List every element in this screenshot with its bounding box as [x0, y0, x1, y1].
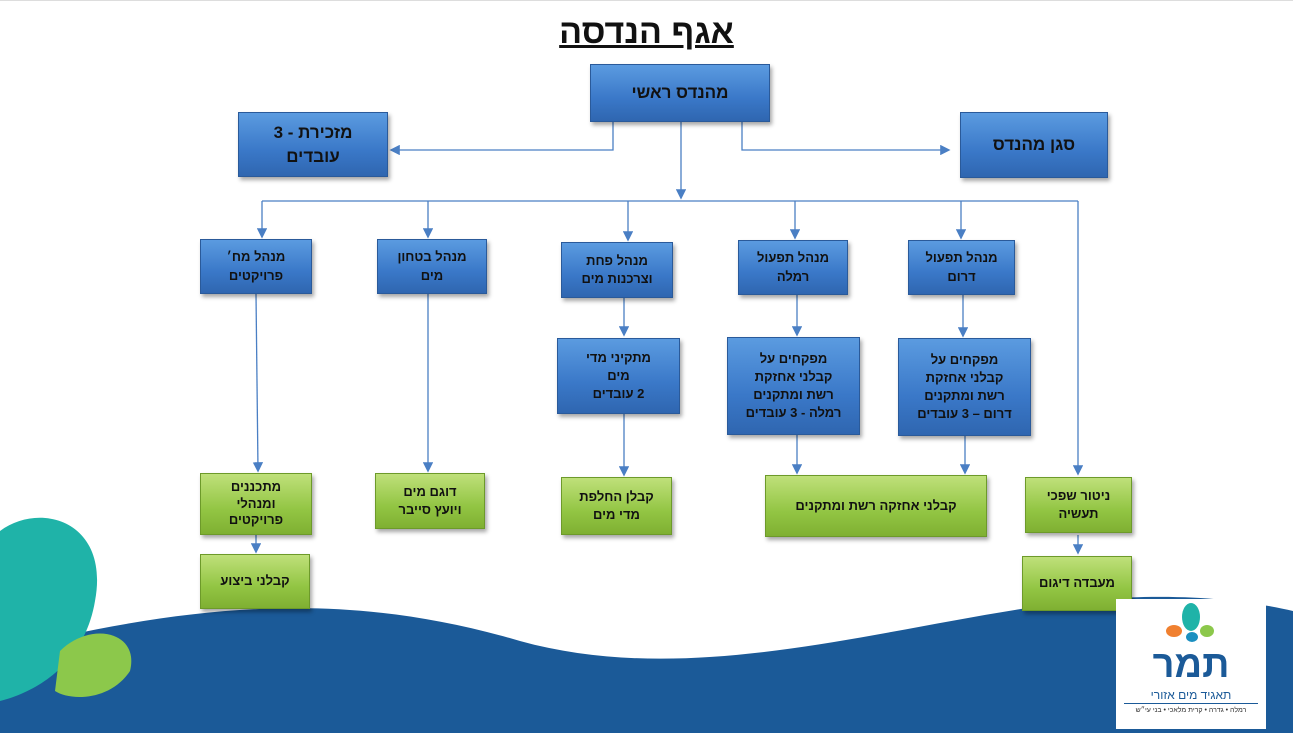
south-operations-manager-box: מנהל תפעול דרום — [908, 240, 1015, 295]
ramla-inspectors-box: מפקחים על קבלני אחזקת רשת ומתקנים רמלה -… — [727, 337, 860, 435]
splash-shape — [0, 517, 98, 701]
sampling-lab-box: מעבדה דיגום — [1022, 556, 1132, 611]
logo-name: תמר — [1152, 644, 1230, 686]
sampler-box: דוגם מים ויועץ סייבר — [375, 473, 485, 529]
industrial-monitoring-box: ניטור שפכי תעשיה — [1025, 477, 1132, 533]
water-security-manager-box: מנהל בטחון מים — [377, 239, 487, 294]
chief-engineer-box: מהנדס ראשי — [590, 64, 770, 122]
maintenance-contractors-box: קבלני אחזקה רשת ומתקנים — [765, 475, 987, 537]
planners-box: מתכננים ומנהלי פרויקטים — [200, 473, 312, 535]
projects-manager-box: מנהל מח׳ פרויקטים — [200, 239, 312, 294]
meter-installers-box: מתקיני מדי מים 2 עובדים — [557, 338, 680, 414]
execution-contractors-box: קבלני ביצוע — [200, 554, 310, 609]
tamar-logo: תמר תאגיד מים אזורי רמלה • גדרה • קרית מ… — [1116, 599, 1266, 729]
loss-manager-box: מנהל פחת וצרכנות מים — [561, 242, 673, 298]
logo-drops-icon — [1166, 603, 1214, 642]
ramla-operations-manager-box: מנהל תפעול רמלה — [738, 240, 848, 295]
secretary-box: מזכירת - 3 עובדים — [238, 112, 388, 177]
logo-subtitle: תאגיד מים אזורי — [1124, 687, 1258, 704]
page-title: אגף הנדסה — [559, 13, 734, 51]
meter-replacement-contractor-box: קבלן החלפת מדי מים — [561, 477, 672, 535]
logo-cities: רמלה • גדרה • קרית מלאכי • בני עי״ש — [1135, 707, 1247, 714]
south-inspectors-box: מפקחים על קבלני אחזקת רשת ומתקנים דרום –… — [898, 338, 1031, 436]
deputy-engineer-box: סגן מהנדס — [960, 112, 1108, 178]
